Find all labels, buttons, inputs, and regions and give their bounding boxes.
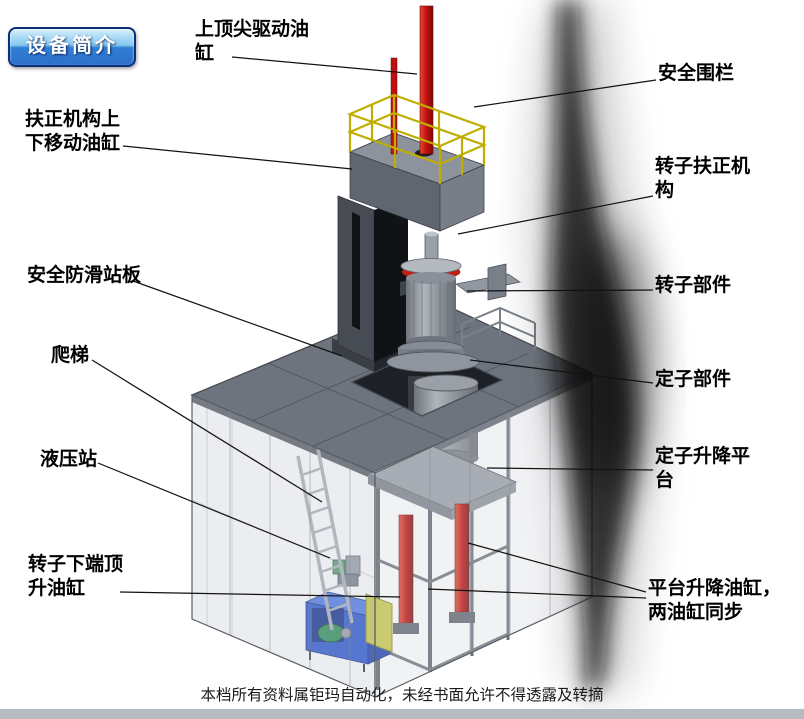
callout-line: 转子部件 bbox=[655, 275, 732, 296]
callout-line: 转子下端顶 bbox=[28, 554, 124, 575]
leader-hydraulic-station bbox=[97, 462, 331, 559]
leader-platform-lift-a bbox=[467, 542, 647, 593]
deck-guard-fence bbox=[461, 306, 536, 352]
callout-line: 缸 bbox=[195, 43, 215, 64]
shadow-smudge bbox=[535, 0, 651, 690]
callout-rotor-component: 转子部件 bbox=[655, 274, 731, 298]
callout-safety-fence: 安全围栏 bbox=[658, 62, 734, 86]
callout-rotor-centering-mechanism: 转子扶正机 构 bbox=[655, 155, 750, 203]
callout-line: 定子升降平 bbox=[655, 446, 751, 467]
safety-fence-railing bbox=[346, 93, 488, 184]
callout-line: 爬梯 bbox=[51, 345, 90, 366]
enclosure-walls bbox=[191, 372, 593, 698]
callout-top-center-drive-cylinder: 上顶尖驱动油 缸 bbox=[195, 18, 309, 66]
callout-line: 转子扶正机 bbox=[655, 156, 751, 177]
press-window bbox=[374, 198, 408, 362]
callout-line: 安全围栏 bbox=[658, 63, 735, 84]
rotor-assembly bbox=[386, 231, 522, 373]
callout-line: 扶正机构上 bbox=[25, 109, 121, 130]
press-column bbox=[332, 132, 486, 372]
leader-stator-lift-platform bbox=[486, 467, 654, 471]
confidentiality-note: 本档所有资料属钜玛自动化，未经书面允许不得透露及转摘 bbox=[200, 687, 604, 704]
access-ladder bbox=[296, 448, 354, 631]
callout-line: 台 bbox=[655, 470, 675, 491]
leader-stator-component bbox=[469, 359, 654, 384]
callout-ladder: 爬梯 bbox=[51, 344, 89, 368]
rotor-centering-bracket bbox=[455, 263, 522, 301]
callout-line: 两油缸同步 bbox=[648, 602, 744, 623]
callout-anti-slip-standing-plate: 安全防滑站板 bbox=[27, 264, 141, 288]
leader-platform-lift-b bbox=[427, 588, 647, 599]
press-head bbox=[348, 132, 486, 232]
callout-line: 上顶尖驱动油 bbox=[195, 19, 310, 40]
callout-line: 液压站 bbox=[40, 449, 98, 470]
callout-platform-lift-cylinders: 平台升降油缸， 两油缸同步 bbox=[648, 577, 781, 625]
leader-rotor-component bbox=[466, 289, 654, 292]
bottom-strip bbox=[0, 709, 804, 719]
title-badge: 设备简介 bbox=[8, 27, 136, 67]
callout-centering-updown-cylinder: 扶正机构上 下移动油缸 bbox=[25, 108, 120, 156]
yellow-block bbox=[365, 593, 393, 653]
leader-ladder bbox=[91, 359, 323, 503]
callout-stator-lift-platform: 定子升降平 台 bbox=[655, 445, 750, 493]
platform-lift-red-cylinders bbox=[393, 503, 475, 634]
leader-rotor-centering-mechanism bbox=[457, 195, 654, 235]
leader-anti-slip-standing-plate bbox=[132, 280, 343, 357]
callout-line: 升油缸 bbox=[28, 578, 86, 599]
leader-top-center-drive-cylinder bbox=[231, 56, 418, 75]
callout-line: 安全防滑站板 bbox=[27, 265, 142, 286]
deck-edge-left bbox=[192, 395, 375, 480]
callout-rotor-bottom-jack-cylinder: 转子下端顶 升油缸 bbox=[28, 553, 123, 601]
callout-line: 平台升降油缸， bbox=[648, 578, 782, 599]
leader-rotor-bottom-jack-cylinder bbox=[119, 591, 401, 598]
callout-line: 构 bbox=[655, 180, 675, 201]
callout-hydraulic-station: 液压站 bbox=[40, 448, 97, 472]
leader-safety-fence bbox=[473, 79, 657, 108]
leader-centering-updown-cylinder bbox=[122, 145, 353, 170]
callout-line: 下移动油缸 bbox=[25, 133, 121, 154]
callout-stator-component: 定子部件 bbox=[655, 368, 731, 392]
callout-line: 定子部件 bbox=[655, 369, 732, 390]
